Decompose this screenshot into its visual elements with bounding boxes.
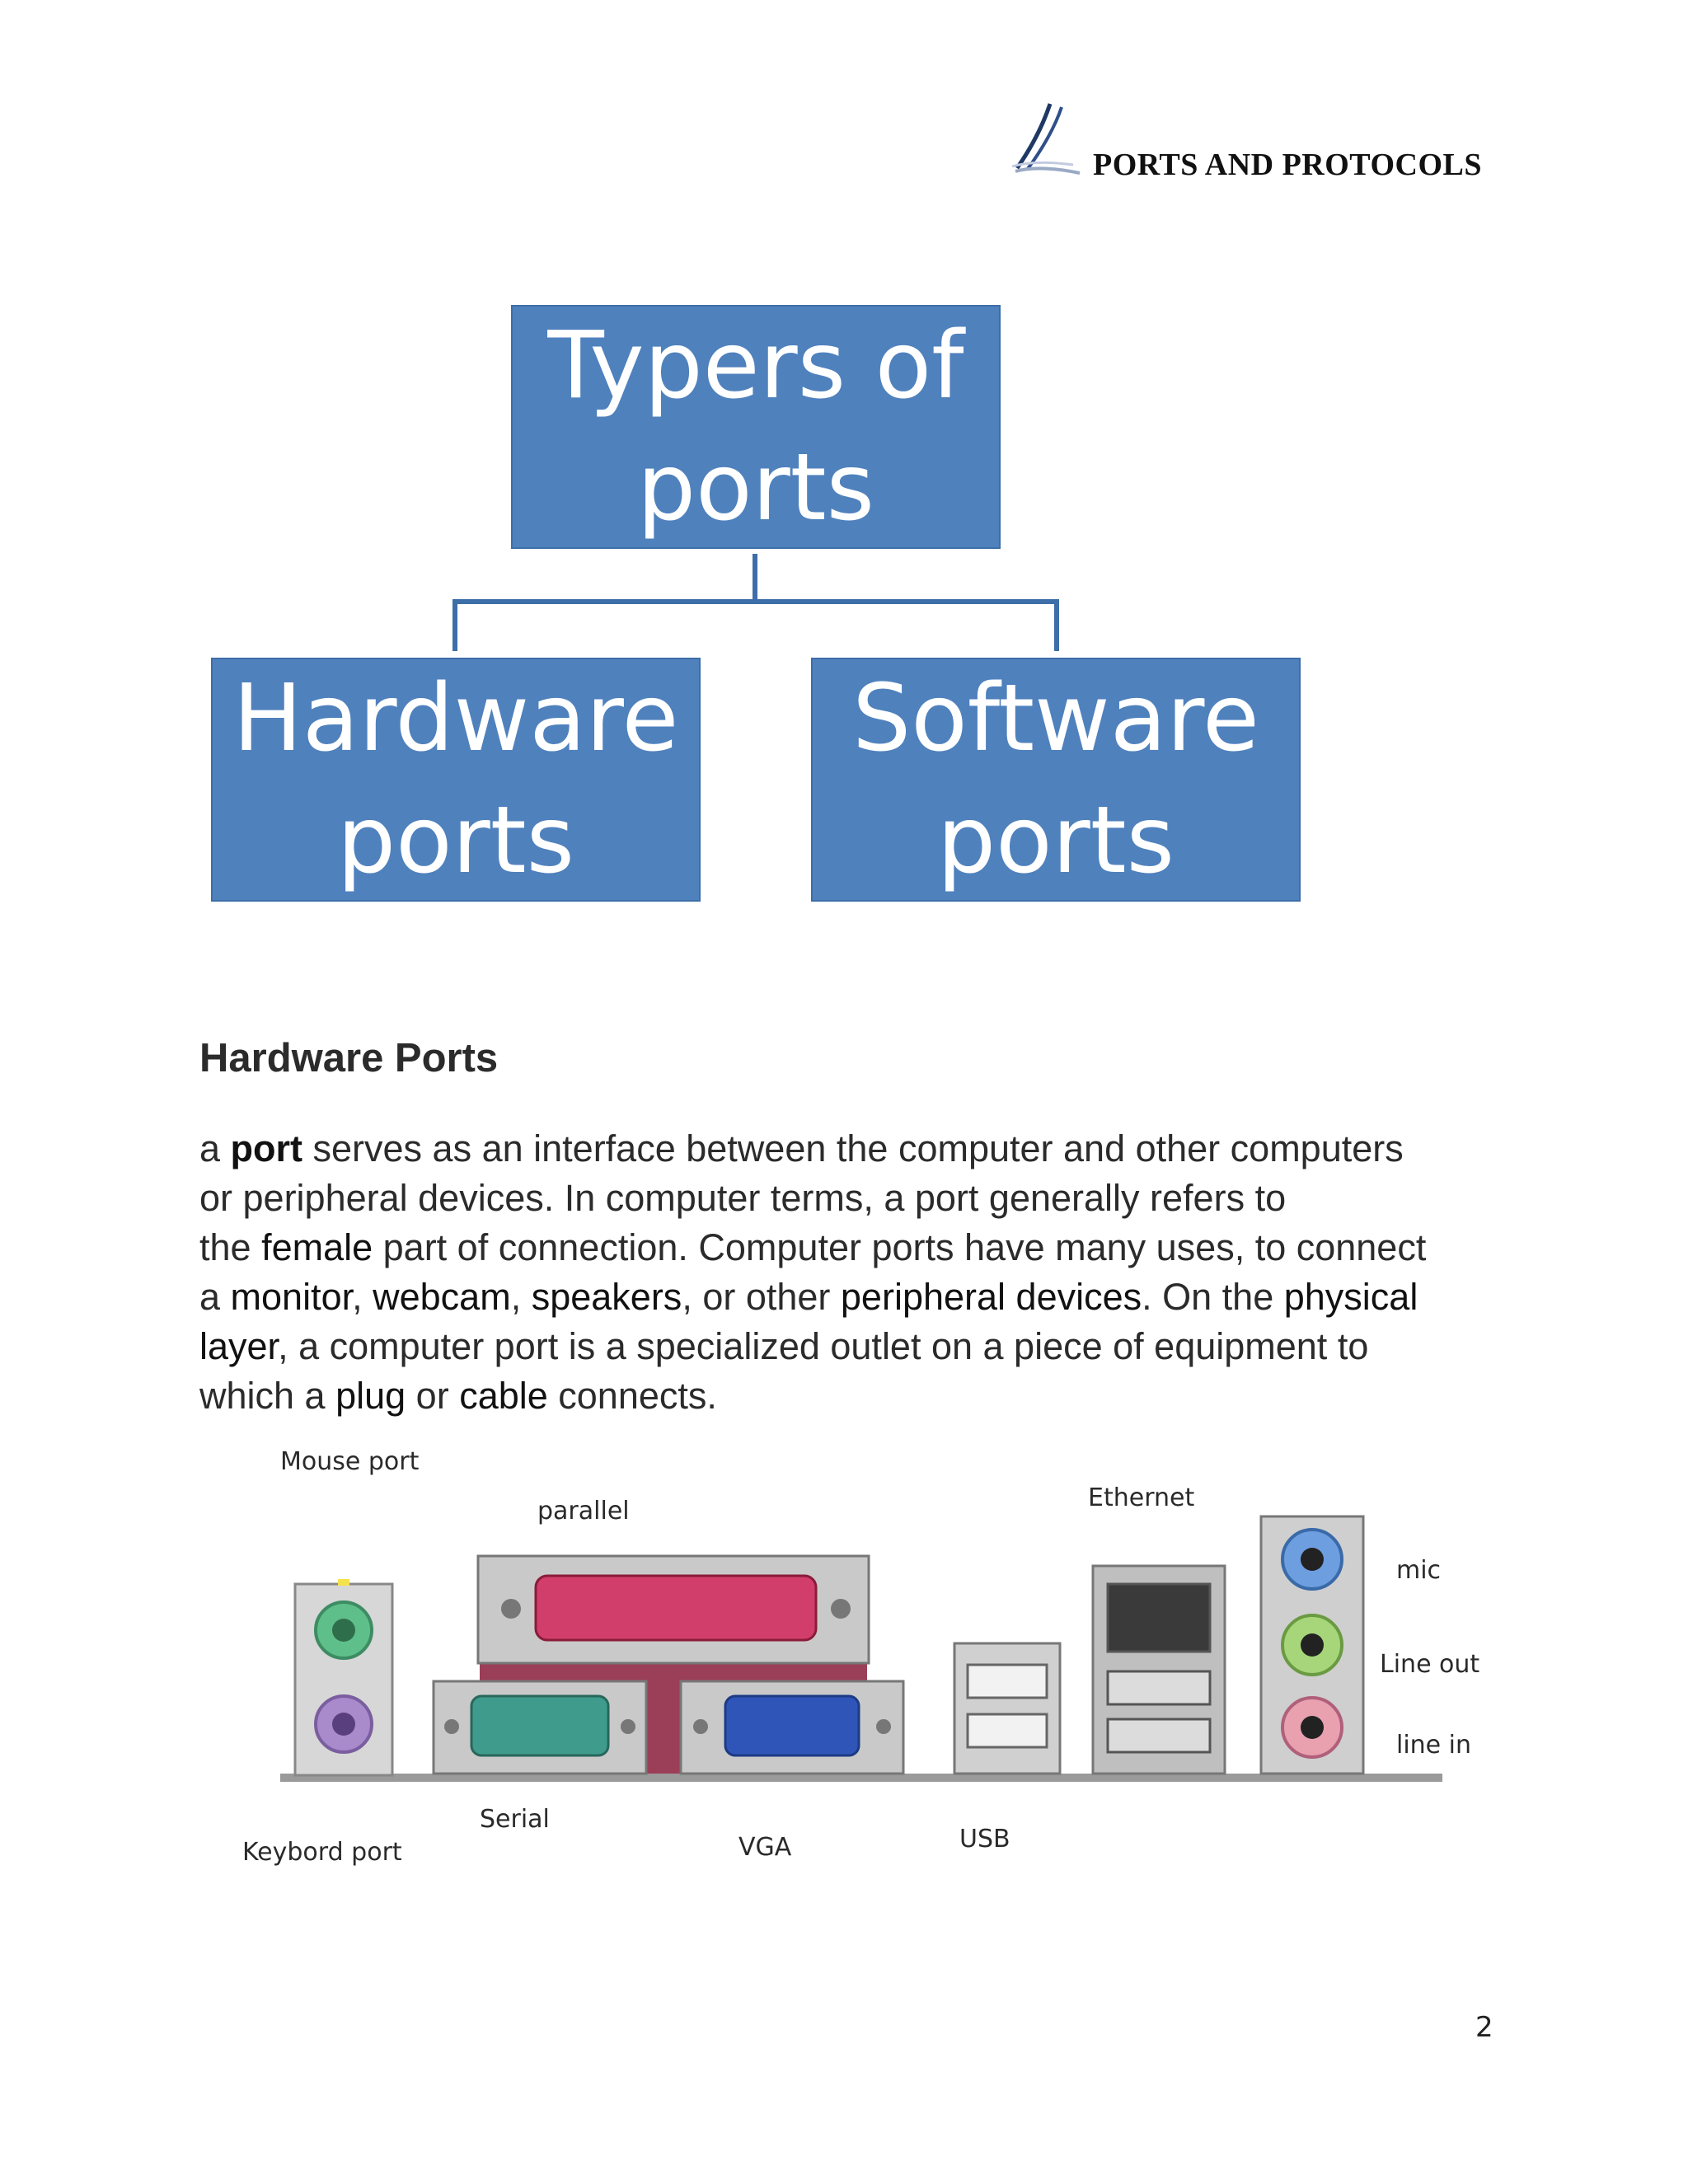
diagram-node-line: ports (337, 787, 574, 894)
term: female (261, 1226, 373, 1268)
text-run: or (406, 1375, 460, 1417)
text-run: a (199, 1127, 231, 1169)
diagram-root-line: Typers of (547, 312, 964, 419)
paragraph-line: which a plug or cable connects. (199, 1371, 1502, 1421)
diagram-node-line: ports (937, 787, 1175, 894)
diagram-root-node: Typers of ports (511, 305, 1001, 549)
text-run: . On the (1142, 1276, 1284, 1318)
text-run: , (510, 1276, 532, 1318)
label-line-out: Line out (1380, 1650, 1480, 1679)
bold-term: port (230, 1127, 303, 1169)
label-parallel: parallel (537, 1497, 630, 1526)
term: plug (335, 1375, 406, 1417)
label-serial: Serial (480, 1805, 550, 1834)
term: webcam (373, 1276, 511, 1318)
text-run: , a computer port is a specialized outle… (278, 1325, 1369, 1367)
label-vga: VGA (738, 1833, 792, 1862)
diagram-root-line: ports (637, 434, 874, 541)
paragraph-line: a monitor, webcam, speakers, or other pe… (199, 1272, 1502, 1322)
text-run: part of connection. Computer ports have … (373, 1226, 1427, 1268)
ports-figure: Mouse port parallel Ethernet mic Line ou… (239, 1434, 1492, 1896)
text-run: , (352, 1276, 373, 1318)
label-mic: mic (1396, 1556, 1442, 1585)
text-run: which a (199, 1375, 336, 1417)
paragraph-line: layer, a computer port is a specialized … (199, 1322, 1502, 1371)
text-run: connects. (547, 1375, 717, 1417)
diagram-node-line: Hardware (232, 665, 679, 772)
text-run: , or other (682, 1276, 841, 1318)
text-run: the (199, 1226, 262, 1268)
label-keyboard-port: Keybord port (242, 1838, 402, 1867)
ports-illustration (280, 1515, 1442, 1782)
paragraph-line: the female part of connection. Computer … (199, 1223, 1502, 1272)
diagram-hardware-node: Hardware ports (211, 658, 701, 902)
body-paragraph: a port serves as an interface between th… (199, 1124, 1502, 1421)
term: physical (1283, 1276, 1418, 1318)
text-run: serves as an interface between the compu… (302, 1127, 1404, 1169)
logo (1007, 99, 1081, 181)
term: layer (199, 1325, 279, 1367)
label-mouse-port: Mouse port (280, 1447, 420, 1476)
page-header-title: PORTS AND PROTOCOLS (1093, 148, 1482, 182)
label-line-in: line in (1396, 1731, 1472, 1760)
term: peripheral devices (840, 1276, 1142, 1318)
section-heading: Hardware Ports (199, 1036, 499, 1080)
label-usb: USB (959, 1825, 1010, 1854)
page-number: 2 (1475, 2011, 1493, 2044)
paragraph-line: a port serves as an interface between th… (199, 1124, 1502, 1174)
term: monitor (230, 1276, 353, 1318)
paragraph-line: or peripheral devices. In computer terms… (199, 1177, 1287, 1219)
text-run: a (199, 1276, 231, 1318)
term: cable (459, 1375, 548, 1417)
diagram-connectors (452, 554, 1059, 651)
label-ethernet: Ethernet (1088, 1483, 1195, 1512)
diagram-node-line: Software (852, 665, 1259, 772)
term: speakers (531, 1276, 682, 1318)
diagram-software-node: Software ports (811, 658, 1301, 902)
